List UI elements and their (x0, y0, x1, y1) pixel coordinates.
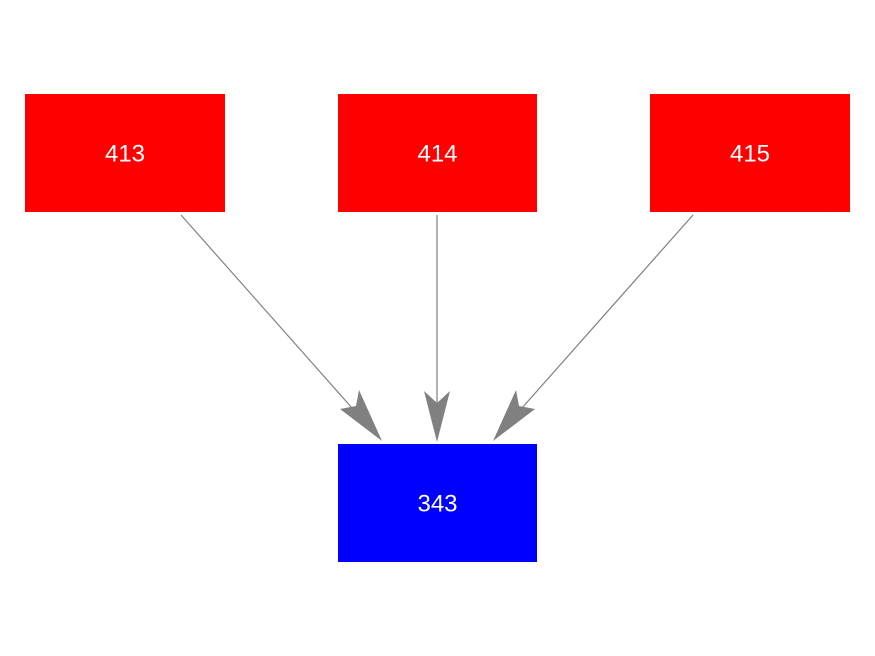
edge-414-to-343 (424, 215, 450, 442)
node-415[interactable]: 415 (650, 94, 850, 212)
node-label: 415 (730, 140, 770, 167)
node-343[interactable]: 343 (338, 444, 537, 562)
edge-line (505, 214, 694, 427)
edge-line (180, 214, 369, 427)
edges (180, 214, 694, 442)
node-label: 414 (417, 140, 457, 167)
node-box (650, 94, 850, 212)
edge-415-to-343 (493, 214, 694, 441)
node-413[interactable]: 413 (25, 94, 225, 212)
arrowhead-icon (340, 390, 382, 441)
node-label: 413 (105, 140, 145, 167)
node-box (338, 444, 537, 562)
edge-413-to-343 (180, 214, 382, 441)
node-box (338, 94, 537, 212)
arrowhead-icon (493, 390, 535, 441)
node-label: 343 (417, 490, 457, 517)
node-414[interactable]: 414 (338, 94, 537, 212)
arrowhead-icon (424, 391, 450, 442)
node-box (25, 94, 225, 212)
